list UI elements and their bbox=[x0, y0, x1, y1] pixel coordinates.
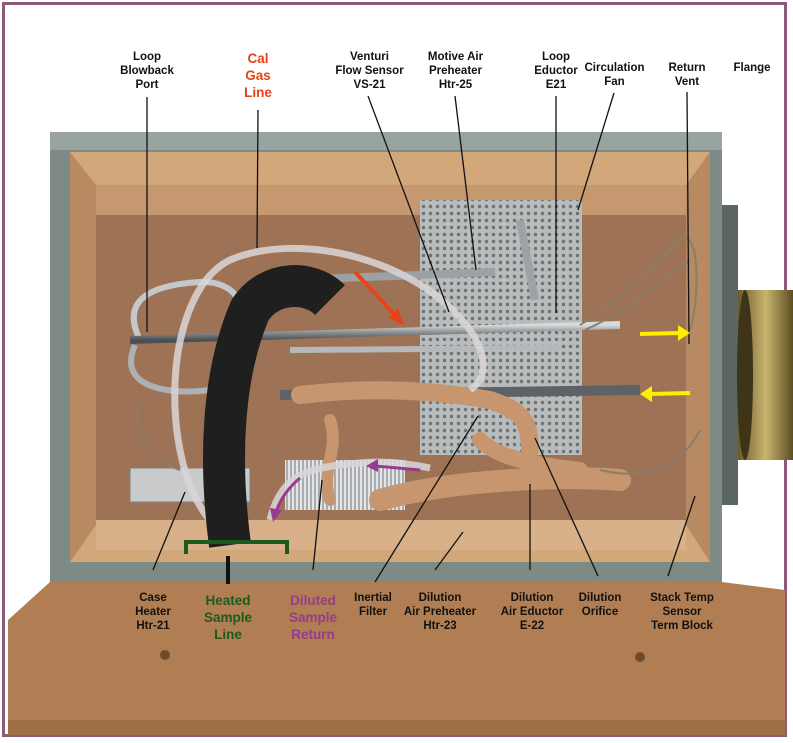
insulation-wraps bbox=[291, 381, 631, 511]
label-dilution-air-eductor: Dilution Air Eductor E-22 bbox=[500, 592, 564, 632]
label-heated-sample-line: Heated Sample Line bbox=[203, 593, 253, 642]
label-return-vent: Return Vent bbox=[668, 62, 706, 88]
label-motive-air-preheater: Motive Air Preheater Htr-25 bbox=[427, 51, 484, 91]
flow-arrows bbox=[270, 270, 691, 522]
clear-tubing bbox=[171, 245, 487, 544]
label-diluted-sample-return: Diluted Sample Return bbox=[288, 593, 338, 642]
label-flange: Flange bbox=[733, 62, 771, 74]
label-venturi-flow-sensor: Venturi Flow Sensor VS-21 bbox=[335, 51, 404, 91]
label-stack-temp-sensor: Stack Temp Sensor Term Block bbox=[650, 592, 714, 632]
label-case-heater: Case Heater Htr-21 bbox=[135, 592, 171, 632]
flange bbox=[722, 205, 793, 505]
label-dilution-air-preheater: Dilution Air Preheater Htr-23 bbox=[403, 592, 477, 632]
enclosure-box bbox=[50, 132, 722, 582]
label-circulation-fan: Circulation Fan bbox=[584, 62, 645, 88]
label-dilution-orifice: Dilution Orifice bbox=[578, 592, 622, 618]
heated-sample-hose bbox=[203, 265, 345, 548]
wood-floor bbox=[8, 582, 785, 735]
label-cal-gas-line: Cal Gas Line bbox=[244, 51, 272, 100]
label-loop-blowback-port: Loop Blowback Port bbox=[120, 51, 174, 91]
heated-line-bracket bbox=[184, 540, 289, 554]
wire-bundles bbox=[136, 237, 701, 475]
label-inertial-filter: Inertial Filter bbox=[354, 592, 392, 618]
leader-lines bbox=[146, 91, 696, 583]
label-loop-eductor: Loop Eductor E21 bbox=[534, 51, 578, 91]
